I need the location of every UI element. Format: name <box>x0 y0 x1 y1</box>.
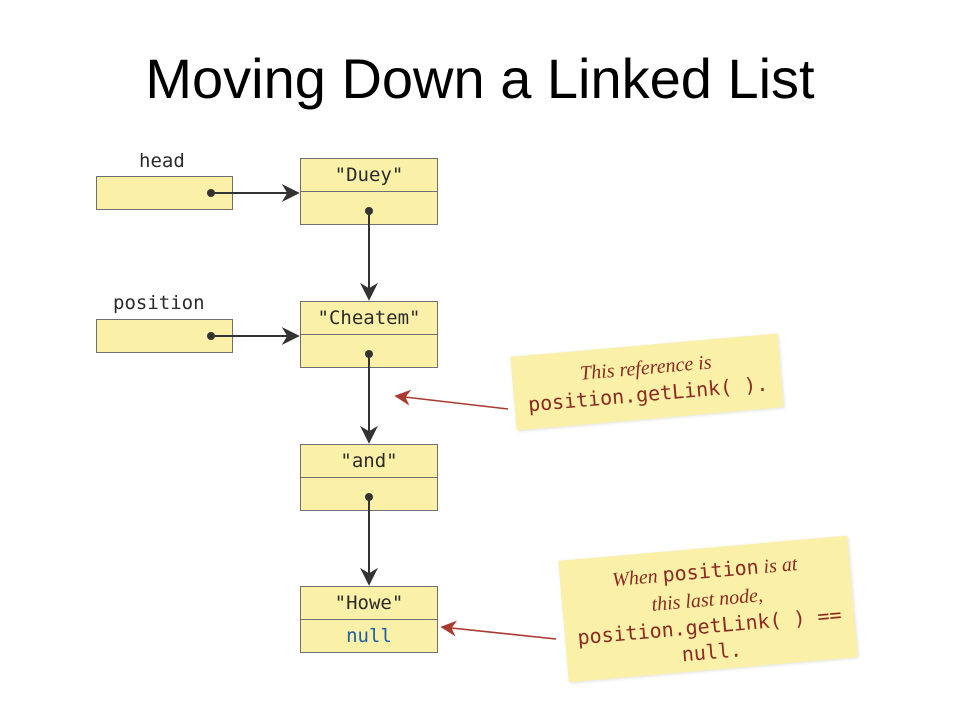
callout-text: When <box>611 564 664 592</box>
head-label: head <box>139 150 185 172</box>
callout-last-node-note: When position is at this last node, posi… <box>558 535 858 683</box>
node-data-cell <box>300 586 438 620</box>
callout-reference-note: This reference is position.getLink( ). <box>510 333 784 431</box>
head-variable-box <box>96 176 233 210</box>
node-data-text: "Howe" <box>334 592 404 614</box>
node-cheatem: "Cheatem" <box>300 301 438 369</box>
node-link-cell <box>300 191 438 225</box>
node-duey: "Duey" <box>300 158 438 226</box>
node-data-text: "Duey" <box>334 164 404 186</box>
node-data-cell <box>300 301 438 335</box>
callout-arrow-last-node <box>440 620 557 640</box>
callout-arrow-reference <box>394 389 509 410</box>
callout-code: position <box>661 554 760 587</box>
node-data-text: "Cheatem" <box>317 307 421 329</box>
node-null-link-text: null <box>346 625 392 647</box>
node-howe: "Howe" null <box>300 586 438 654</box>
node-link-cell <box>300 619 438 653</box>
position-label: position <box>113 292 205 314</box>
callout-text: is at <box>757 553 799 579</box>
position-variable-box <box>96 319 233 353</box>
node-and: "and" <box>300 444 438 512</box>
node-data-text: "and" <box>340 450 398 472</box>
node-link-cell <box>300 477 438 511</box>
node-data-cell <box>300 158 438 192</box>
node-link-cell <box>300 334 438 368</box>
page-title: Moving Down a Linked List <box>145 47 815 110</box>
